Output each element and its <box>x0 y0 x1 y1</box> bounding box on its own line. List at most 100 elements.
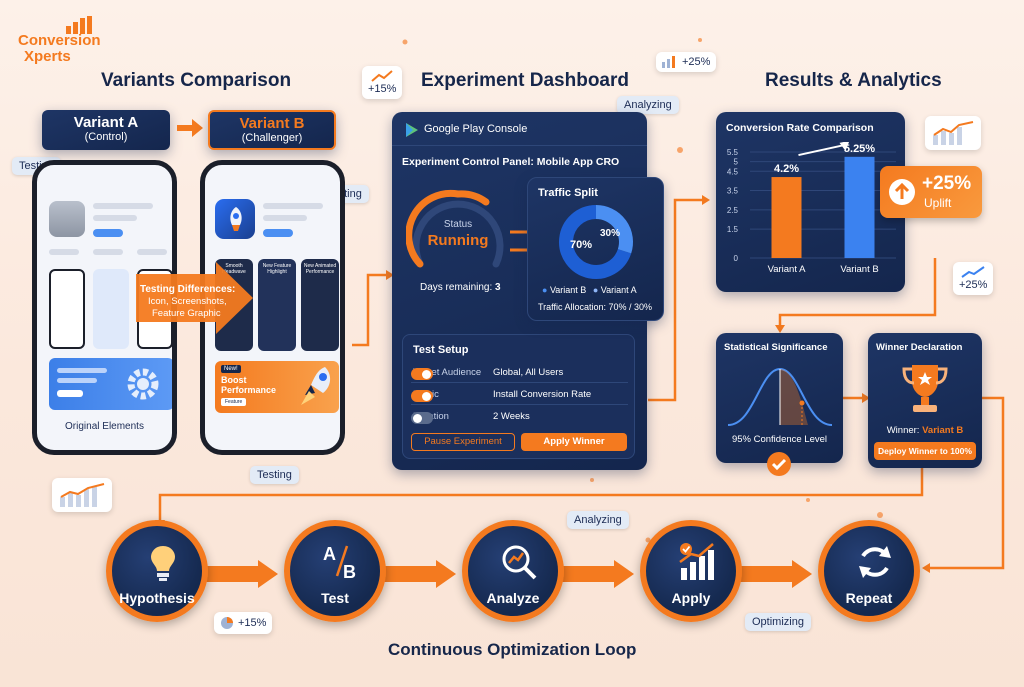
winner-title: Winner Declaration <box>876 342 963 353</box>
panel-title: Experiment Control Panel: Mobile App CRO <box>402 156 620 168</box>
pie-slice-variant-b <box>559 205 632 279</box>
conversion-bar-chart: 01.52.53.54.555.54.2%Variant A5.25%Varia… <box>727 142 896 275</box>
app-icon-gear <box>49 201 85 237</box>
variant-a-title: Variant A <box>73 114 139 131</box>
deploy-winner-button[interactable]: Deploy Winner to 100% <box>874 442 976 460</box>
y-tick-label: 4.5 <box>727 167 739 176</box>
loop-step-analyze: Analyze <box>462 520 564 622</box>
loop-step-apply: Apply <box>640 520 742 622</box>
bar-value-label: 4.2% <box>774 163 799 175</box>
trend-chart-icon <box>933 121 974 145</box>
gear-icon <box>127 368 159 400</box>
ab-test-icon: AB <box>323 544 356 582</box>
section-title-loop: Continuous Optimization Loop <box>388 640 637 659</box>
variant-b-subtitle: (Challenger) <box>241 132 303 144</box>
significance-title: Statistical Significance <box>724 342 828 353</box>
setup-title: Test Setup <box>413 344 469 356</box>
section-title-dashboard: Experiment Dashboard <box>421 70 629 91</box>
loop-arrows <box>205 560 812 588</box>
y-tick-label: 5 <box>734 158 739 167</box>
google-play-icon <box>406 123 418 137</box>
uplift-value: +25% <box>922 173 972 194</box>
apply-winner-button[interactable]: Apply Winner <box>521 433 627 451</box>
variant-a-header: Variant A (Control) <box>42 110 170 150</box>
arrow-up-circle-icon <box>889 179 915 205</box>
rocket-app-icon <box>215 199 255 239</box>
feature-graphic: New! Boost Performance Feature <box>215 361 339 413</box>
x-tick-label: Variant A <box>768 264 807 275</box>
x-tick-label: Variant B <box>840 264 878 275</box>
audience-toggle[interactable] <box>411 368 433 380</box>
svg-text:B: B <box>343 562 356 582</box>
trend-card-bottom-left <box>52 478 112 512</box>
trend-up-icon <box>371 70 393 82</box>
pie-label-a: 30% <box>600 228 621 239</box>
status-gauge <box>406 189 504 268</box>
traffic-allocation: Traffic Allocation: 70% / 30% <box>538 302 653 312</box>
traffic-legend: ● Variant B ● Variant A <box>542 285 637 295</box>
bar-value-label: 5.25% <box>844 143 875 155</box>
traffic-split-pie <box>559 205 633 279</box>
trend-card-top-right <box>925 116 981 150</box>
bars-icon <box>662 56 675 68</box>
section-title-results: Results & Analytics <box>765 70 942 91</box>
variant-b-header: Variant B (Challenger) <box>208 110 336 150</box>
rocket-icon <box>301 367 331 405</box>
test-setup-card: Test Setup Target Audience Global, All U… <box>402 334 635 459</box>
variant-b-title: Variant B <box>239 115 305 132</box>
experiment-dashboard-panel: Google Play Console Experiment Control P… <box>392 112 647 470</box>
metric-toggle[interactable] <box>411 390 433 402</box>
bell-curve-chart <box>727 367 833 426</box>
loop-step-hypothesis: Hypothesis <box>106 520 208 622</box>
y-tick-label: 1.5 <box>727 225 739 234</box>
lightbulb-icon <box>151 546 175 581</box>
phone-variant-b: Smooth Headwave New Feature Highlight Ne… <box>200 160 345 455</box>
chip-optimizing: Optimizing <box>745 613 811 631</box>
traffic-split-card: Traffic Split 70% 30% ● Variant B ● Vari… <box>527 177 664 321</box>
days-remaining: Days remaining: 3 <box>420 282 501 293</box>
winner-declaration-card: Winner Declaration Winner: Variant B Dep… <box>868 333 982 468</box>
trophy-icon <box>902 365 948 412</box>
uplift-label: Uplift <box>924 196 952 210</box>
bar-variant-a <box>771 177 802 258</box>
chip-analyzing-bottom: Analyzing <box>567 511 629 529</box>
setup-row: Target Audience Global, All Users <box>411 363 628 383</box>
mini-badge-plus15-bottom: +15% <box>214 612 273 634</box>
rocket-icon <box>230 207 242 231</box>
conversion-chart-title: Conversion Rate Comparison <box>726 122 874 134</box>
section-title-variants: Variants Comparison <box>101 70 292 91</box>
callout-arrow-shape <box>136 262 253 334</box>
confidence-level: 95% Confidence Level <box>731 434 828 445</box>
winner-line: Winner: Variant B <box>886 425 964 436</box>
y-tick-label: 5.5 <box>727 148 739 157</box>
mini-badge-plus25-top: +25% <box>656 52 717 72</box>
brand-name-line1: Conversion <box>18 32 101 49</box>
trend-arrow-head <box>839 142 850 151</box>
growth-chart-icon <box>679 543 714 580</box>
traffic-title: Traffic Split <box>538 187 598 199</box>
trend-up-icon <box>961 266 985 278</box>
pie-icon <box>221 617 233 629</box>
pie-label-b: 70% <box>570 239 593 251</box>
duration-toggle[interactable] <box>411 412 433 424</box>
pie-slice-variant-a <box>595 205 633 254</box>
magnifier-chart-icon <box>502 545 537 580</box>
pause-experiment-button[interactable]: Pause Experiment <box>411 433 515 451</box>
trend-arrow <box>798 143 846 157</box>
trend-chart-icon <box>60 483 105 507</box>
console-name: Google Play Console <box>424 123 528 135</box>
chip-testing-bottom: Testing <box>250 466 299 484</box>
screenshot-2: New Feature Highlight <box>258 259 296 351</box>
brand-logo: Conversion Xperts <box>18 16 102 65</box>
svg-text:A: A <box>323 544 336 564</box>
mini-badge-plus25-right: +25% <box>953 262 994 295</box>
chip-analyzing-top: Analyzing <box>617 96 679 114</box>
original-elements-banner <box>49 358 172 410</box>
statistical-significance-card: Statistical Significance 95% Confidence … <box>716 333 843 476</box>
y-tick-label: 0 <box>734 254 739 263</box>
variant-a-subtitle: (Control) <box>84 131 128 143</box>
bar-variant-b <box>844 156 875 258</box>
status-value: Running <box>427 232 489 249</box>
